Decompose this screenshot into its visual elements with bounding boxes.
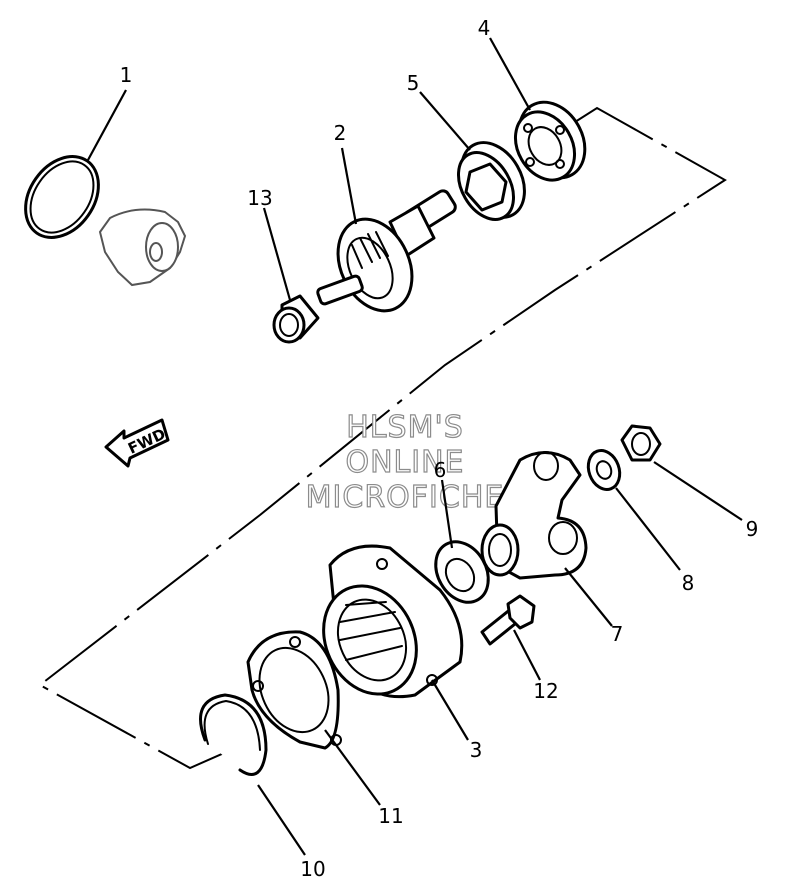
part-o-ring — [24, 155, 100, 239]
label-part-2: 2 — [334, 121, 347, 145]
part-ball-bearing — [513, 100, 587, 182]
label-part-9: 9 — [746, 517, 759, 541]
part-circlip — [199, 693, 268, 776]
fwd-arrow-icon: FWD — [104, 418, 170, 468]
part-gasket — [246, 630, 342, 750]
label-part-3: 3 — [470, 738, 483, 762]
label-part-1: 1 — [120, 63, 133, 87]
reference-gear — [98, 208, 187, 287]
part-needle-bearing — [272, 294, 320, 344]
watermark-line-2: ONLINE — [345, 445, 464, 480]
part-seal-small — [434, 540, 490, 604]
part-bolt — [480, 594, 536, 646]
label-part-11: 11 — [378, 804, 403, 828]
part-bearing-housing — [322, 544, 464, 699]
label-part-10: 10 — [300, 857, 325, 881]
label-part-7: 7 — [611, 622, 624, 646]
watermark-line-1: HLSM'S — [346, 410, 464, 445]
label-part-4: 4 — [478, 16, 491, 40]
part-labels: 1 2 3 4 5 6 7 8 9 10 11 12 13 — [120, 16, 759, 881]
watermark-line-3: MICROFICHE — [306, 480, 505, 515]
part-universal-joint — [480, 451, 588, 580]
assembly-guide-lines — [38, 106, 727, 770]
label-part-5: 5 — [407, 71, 420, 95]
part-nut — [620, 424, 662, 462]
part-drive-gear — [316, 189, 457, 313]
label-part-6: 6 — [434, 458, 447, 482]
watermark: HLSM'S ONLINE MICROFICHE — [305, 409, 505, 515]
part-oil-seal — [457, 141, 526, 221]
part-washer — [586, 449, 622, 491]
label-part-13: 13 — [247, 186, 272, 210]
leader-lines — [87, 37, 743, 856]
label-part-8: 8 — [682, 571, 695, 595]
label-part-12: 12 — [533, 679, 558, 703]
